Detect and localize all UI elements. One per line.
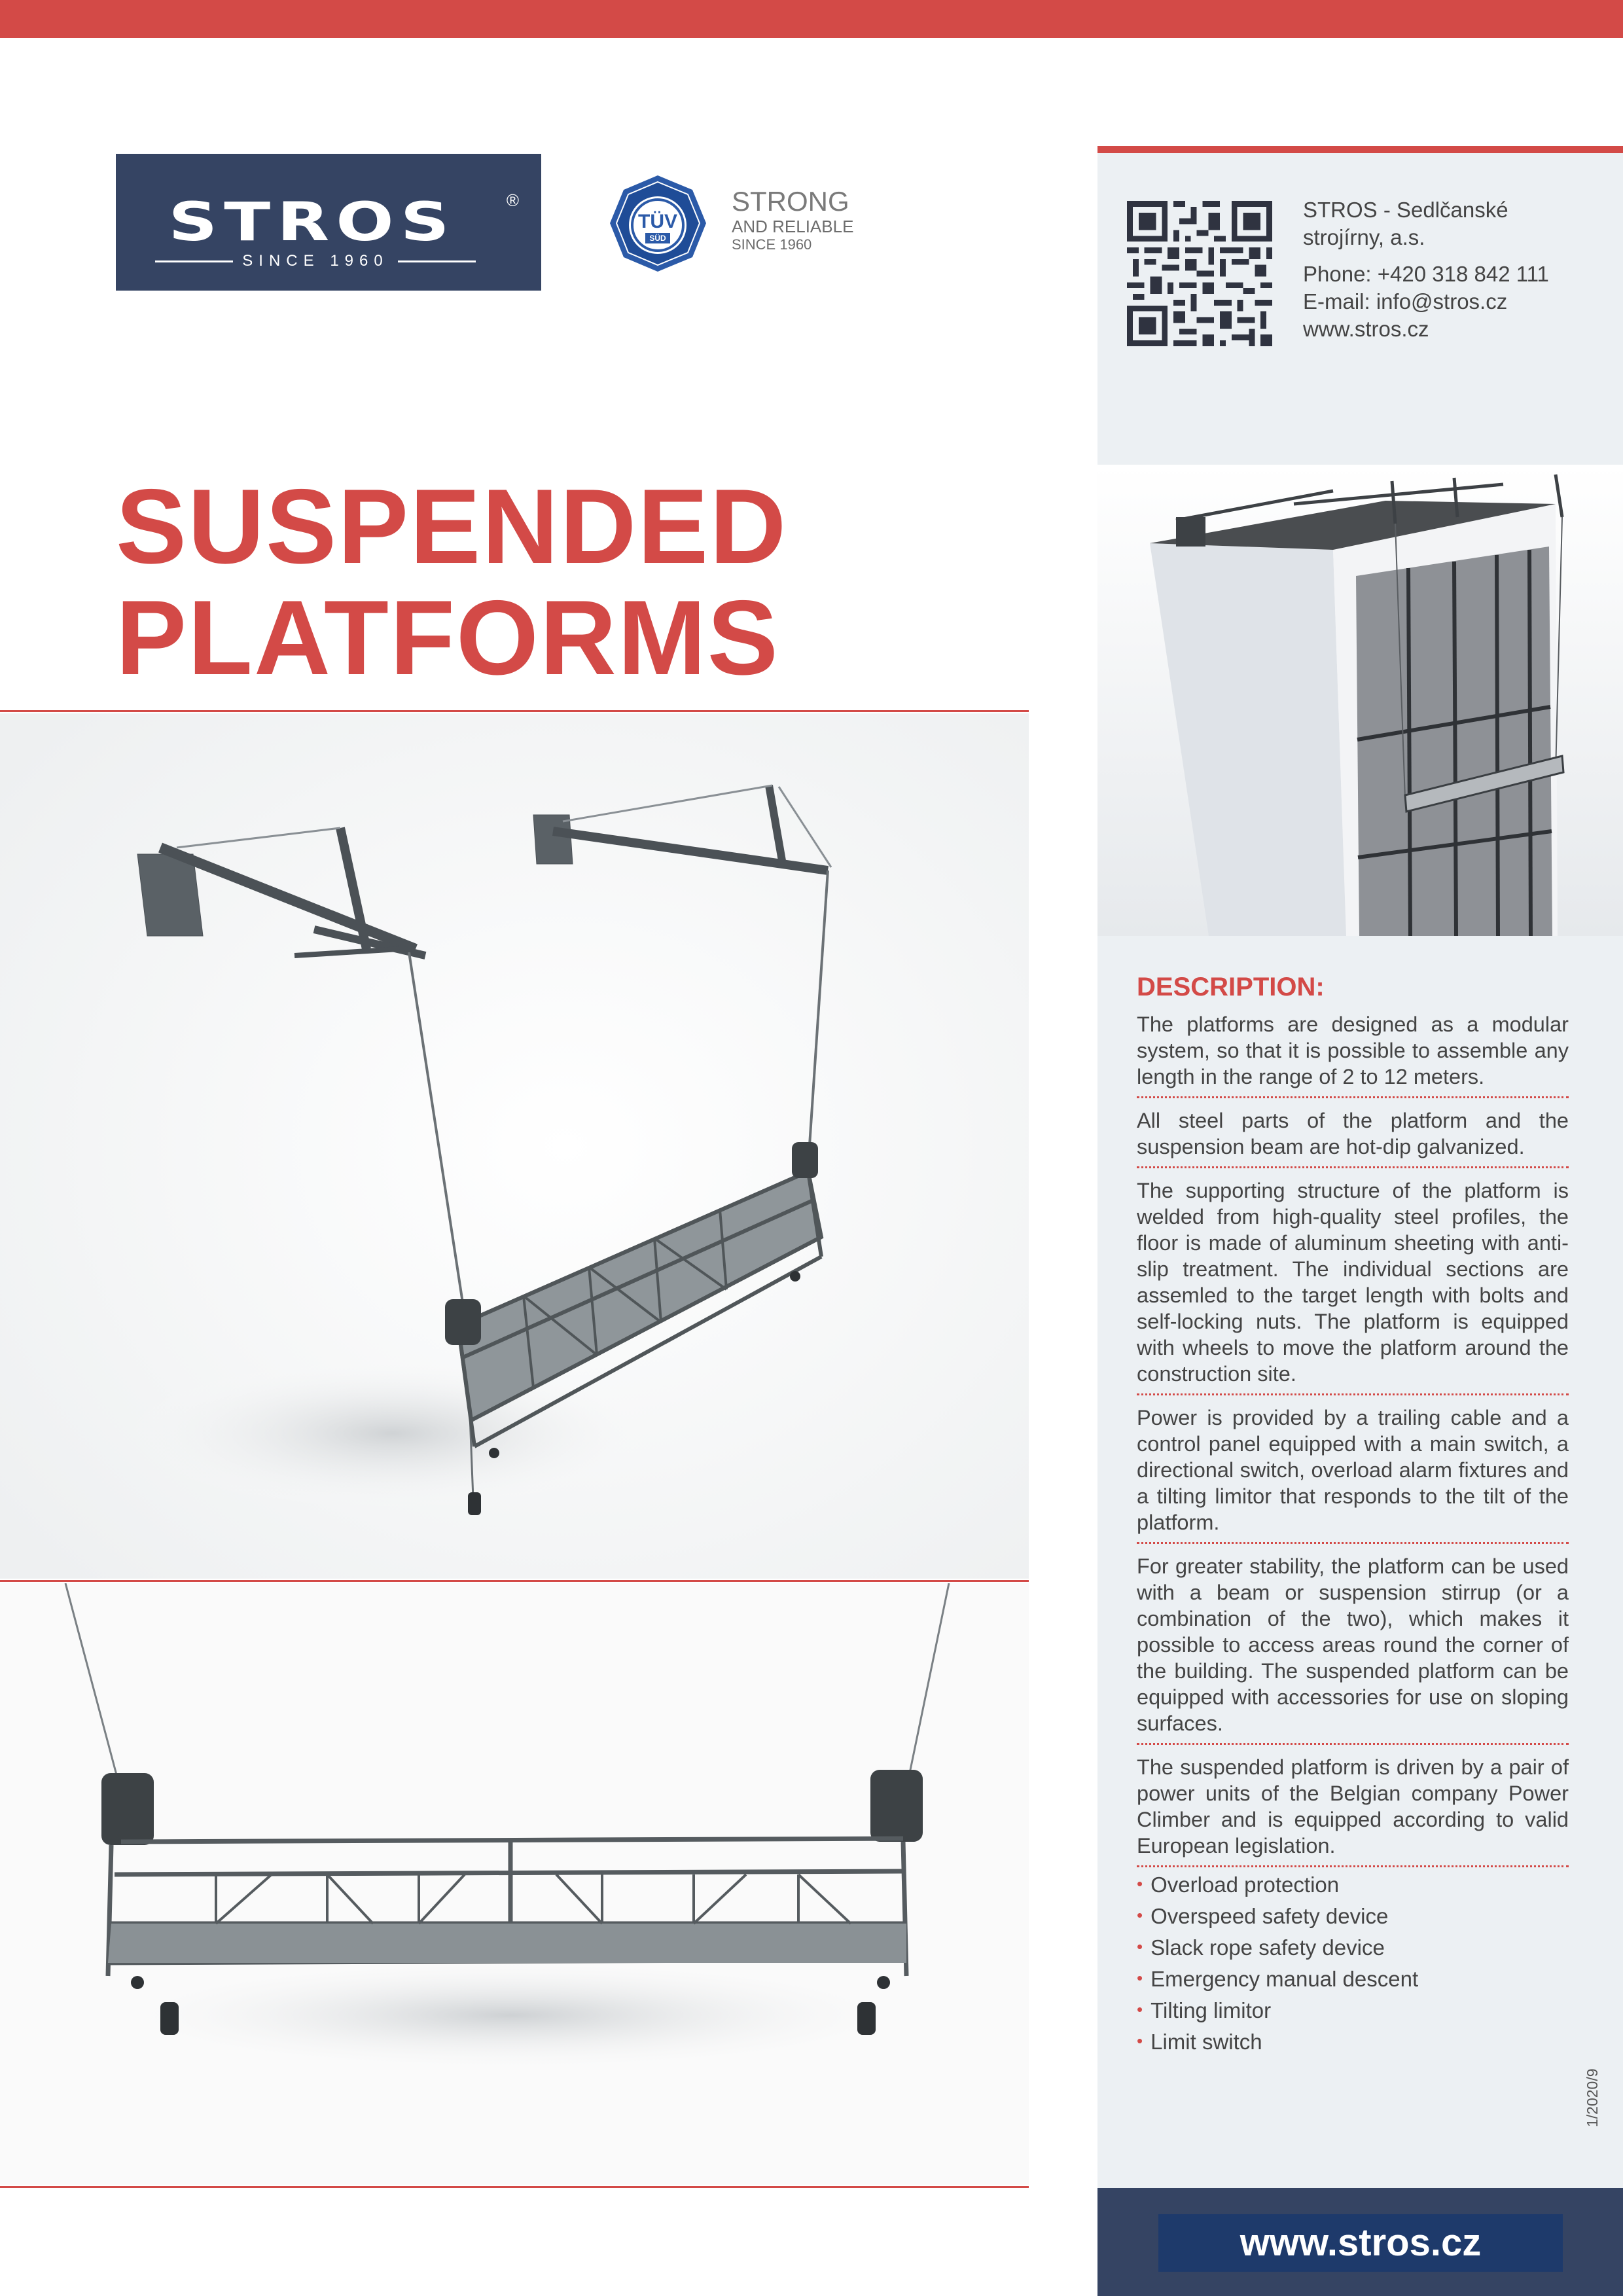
description-paragraph: The suspended platform is driven by a pa… <box>1137 1754 1569 1867</box>
building-with-platform-image <box>1097 465 1623 936</box>
description-paragraph: The supporting structure of the platform… <box>1137 1177 1569 1395</box>
list-item: •Slack rope safety device <box>1137 1935 1385 1960</box>
badge-tagline: STRONG AND RELIABLE SINCE 1960 <box>732 187 853 253</box>
bullet-icon: • <box>1137 2000 1143 2019</box>
list-item: •Overload protection <box>1137 1873 1340 1897</box>
logo-wordmark: STROS <box>168 190 456 253</box>
description-paragraph: All steel parts of the platform and the … <box>1137 1107 1569 1168</box>
bullet-icon: • <box>1137 2031 1143 2051</box>
contact-website[interactable]: www.stros.cz <box>1303 317 1429 341</box>
description-paragraph: Power is provided by a trailing cable an… <box>1137 1405 1569 1544</box>
tuv-certification-badge: TÜV SÜD <box>610 175 706 272</box>
tagline-since: SINCE 1960 <box>732 236 812 253</box>
company-name-line2: strojírny, a.s. <box>1303 225 1425 249</box>
description-paragraph: For greater stability, the platform can … <box>1137 1553 1569 1745</box>
tagline-strong: STRONG <box>732 186 849 217</box>
footer-website-link[interactable]: www.stros.cz <box>1158 2214 1563 2272</box>
divider <box>0 710 1029 712</box>
title-line2: PLATFORMS <box>116 579 779 697</box>
contact-email[interactable]: E-mail: info@stros.cz <box>1303 289 1508 314</box>
list-item: •Tilting limitor <box>1137 1998 1272 2022</box>
title-line1: SUSPENDED <box>116 467 788 586</box>
description-heading: DESCRIPTION: <box>1137 973 1325 1001</box>
list-item: •Overspeed safety device <box>1137 1904 1389 1928</box>
list-item: •Emergency manual descent <box>1137 1967 1419 1991</box>
contact-phone[interactable]: Phone: +420 318 842 111 <box>1303 262 1549 286</box>
description-paragraph: The platforms are designed as a modular … <box>1137 1011 1569 1098</box>
tagline-reliable: AND RELIABLE <box>732 217 854 236</box>
top-accent-bar <box>0 0 1623 38</box>
feature-list: •Overload protection •Overspeed safety d… <box>1137 1870 1418 2058</box>
suspended-platform-render-image <box>0 713 1029 1579</box>
stros-logo: STROS ® SINCE 1960 <box>116 154 541 291</box>
tuv-label: TÜV <box>638 211 677 232</box>
description-body: The platforms are designed as a modular … <box>1137 1011 1569 1876</box>
panel-accent-line <box>1097 146 1623 153</box>
bullet-icon: • <box>1137 1968 1143 1988</box>
page-title: SUSPENDED PLATFORMS <box>116 471 787 694</box>
logo-since-line: SINCE 1960 <box>155 252 476 270</box>
bullet-icon: • <box>1137 1905 1143 1925</box>
document-version: 1/2020/9 <box>1584 2068 1601 2127</box>
list-item: •Limit switch <box>1137 2030 1262 2054</box>
company-name-line1: STROS - Sedlčanské <box>1303 198 1508 222</box>
divider <box>0 2186 1029 2188</box>
platform-front-render-image <box>0 1583 1029 2185</box>
divider <box>0 1580 1029 1582</box>
sud-label: SÜD <box>649 233 666 243</box>
bullet-icon: • <box>1137 1874 1143 1893</box>
logo-registered-mark: ® <box>506 190 519 210</box>
bullet-icon: • <box>1137 1937 1143 1956</box>
qr-code-icon[interactable] <box>1127 201 1272 346</box>
logo-since-text: SINCE 1960 <box>242 252 389 270</box>
contact-details: STROS - Sedlčanské strojírny, a.s. Phone… <box>1303 196 1549 343</box>
